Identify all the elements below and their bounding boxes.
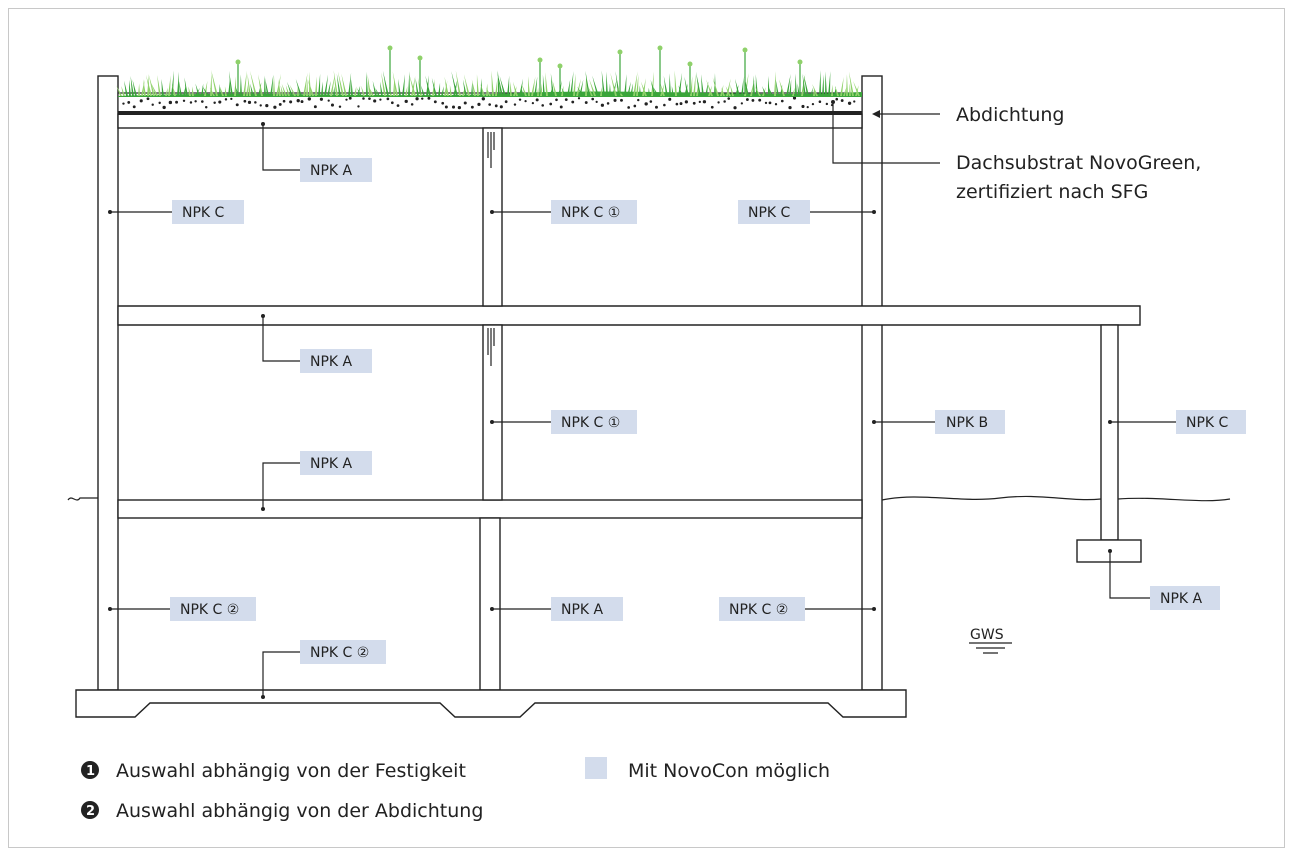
- ground-line-left: [67, 497, 98, 501]
- green-roof: [116, 45, 863, 115]
- svg-text:NPK A: NPK A: [310, 163, 353, 179]
- svg-text:NPK C: NPK C: [748, 205, 791, 221]
- svg-text:NPK C ①: NPK C ①: [561, 415, 620, 431]
- npk-tags: NPK A NPK C NPK C ① NPK C NPK A NPK C ① …: [108, 122, 1246, 699]
- svg-text:NPK C ①: NPK C ①: [561, 205, 620, 221]
- tag-column: NPK C: [1176, 410, 1246, 434]
- tag-middle-mid-wall: NPK C ①: [551, 410, 637, 434]
- building-structure: [75, 75, 1142, 718]
- legend: 1 Auswahl abhängig von der Festigkeit 2 …: [81, 757, 830, 822]
- groundwater-label: GWS: [970, 627, 1004, 643]
- callout-waterproofing-text: Abdichtung: [956, 104, 1064, 126]
- svg-text:NPK C ②: NPK C ②: [310, 645, 369, 661]
- legend-swatch: [585, 757, 607, 779]
- roof-slab: [117, 113, 863, 129]
- tag-middle-right-wall: NPK B: [935, 410, 1005, 434]
- tag-mid-slab: NPK A: [300, 349, 372, 373]
- legend-swatch-text: Mit NovoCon möglich: [628, 760, 830, 782]
- groundwater-symbol: GWS: [969, 627, 1012, 654]
- outer-left-wall: [97, 75, 119, 691]
- grass-layer: [116, 45, 862, 97]
- tag-footing: NPK A: [1150, 586, 1220, 610]
- note2-marker-text: 2: [86, 804, 95, 819]
- note1-marker-text: 1: [86, 764, 95, 779]
- tag-upper-right-wall: NPK C: [738, 200, 810, 224]
- tag-upper-mid-wall: NPK C ①: [551, 200, 637, 224]
- base-slab: [75, 689, 907, 718]
- tag-base-right-wall: NPK C ②: [719, 597, 805, 621]
- upper-interior-wall: [482, 127, 503, 307]
- note1-marker-bg: [81, 761, 99, 779]
- diagram-frame: [8, 8, 1285, 848]
- column: [1100, 324, 1119, 541]
- note2-marker-bg: [81, 801, 99, 819]
- svg-text:NPK A: NPK A: [561, 602, 604, 618]
- outer-right-wall: [861, 75, 883, 691]
- callout-waterproofing: Abdichtung: [872, 104, 1064, 126]
- tag-base-left-wall: NPK C ②: [170, 597, 256, 621]
- note2-text: Auswahl abhängig von der Abdichtung: [116, 800, 483, 822]
- middle-slab: [117, 305, 1141, 326]
- svg-text:NPK B: NPK B: [946, 415, 988, 431]
- svg-text:NPK A: NPK A: [1160, 591, 1203, 607]
- waterproofing-layer: [118, 111, 862, 115]
- callout-substrate-line1: Dachsubstrat NovoGreen,: [956, 152, 1201, 174]
- tag-upper-left-wall: NPK C: [172, 200, 244, 224]
- note1-text: Auswahl abhängig von der Festigkeit: [116, 760, 466, 782]
- ground-line-right: [881, 495, 1231, 502]
- middle-interior-wall: [482, 324, 503, 501]
- svg-text:NPK C: NPK C: [1186, 415, 1229, 431]
- callout-substrate: Dachsubstrat NovoGreen, zertifiziert nac…: [831, 100, 1201, 203]
- basement-interior-wall: [479, 517, 501, 691]
- svg-text:NPK C: NPK C: [182, 205, 225, 221]
- svg-text:NPK C ②: NPK C ②: [180, 602, 239, 618]
- svg-text:NPK A: NPK A: [310, 456, 353, 472]
- tag-roof-slab: NPK A: [300, 158, 372, 182]
- svg-text:NPK C ②: NPK C ②: [729, 602, 788, 618]
- tag-base-mid-wall: NPK A: [551, 597, 623, 621]
- substrate-gravel: [122, 96, 856, 110]
- crack-mark-upper: [487, 132, 495, 168]
- tag-base-slab: NPK C ②: [300, 640, 386, 664]
- crack-mark-middle: [487, 328, 495, 366]
- svg-text:NPK A: NPK A: [310, 354, 353, 370]
- ground-slab: [117, 499, 863, 519]
- tag-ground-slab: NPK A: [300, 451, 372, 475]
- callout-substrate-line2: zertifiziert nach SFG: [956, 181, 1148, 203]
